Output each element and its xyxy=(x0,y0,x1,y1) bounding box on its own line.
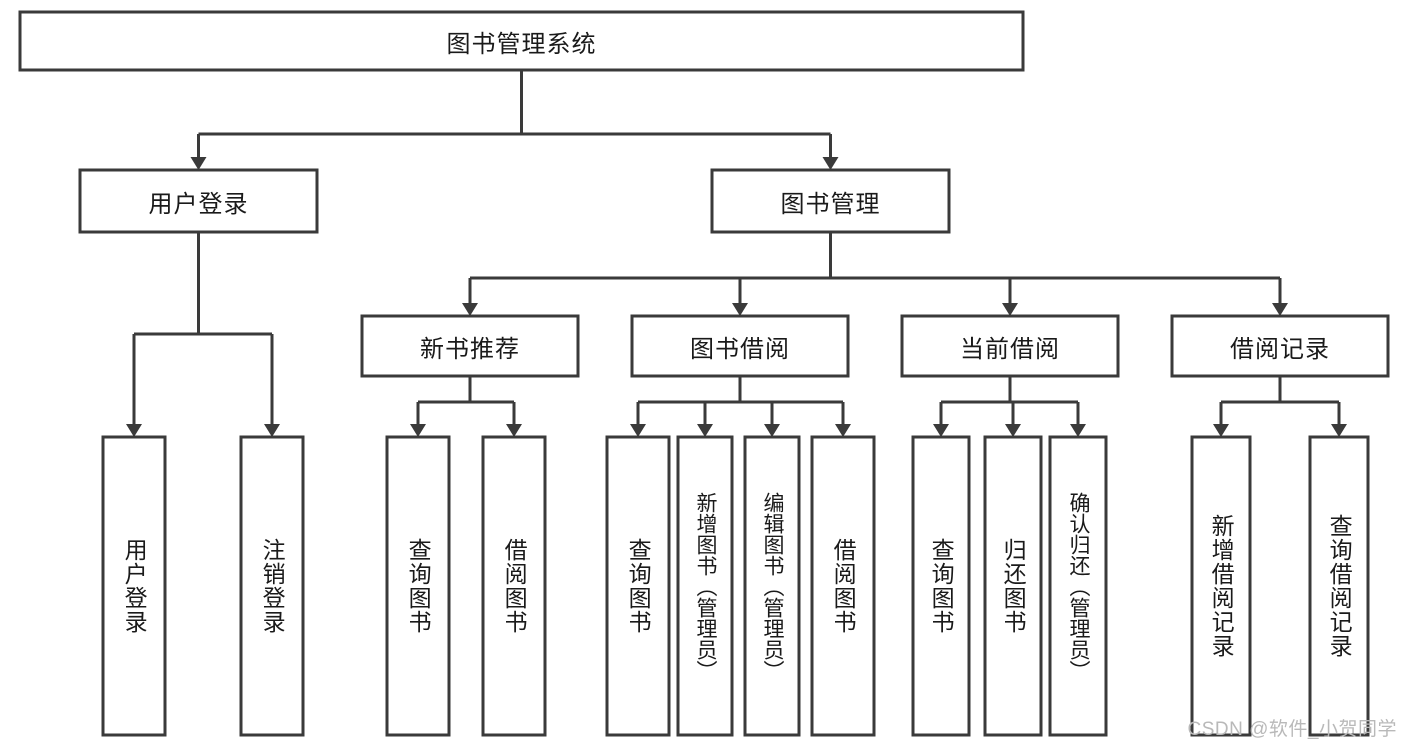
node-box-leaf-rec-add[interactable] xyxy=(1190,435,1252,737)
node-box-root[interactable] xyxy=(18,10,1025,72)
edge-borrow-record-to-leaf-rec-search-arrowhead xyxy=(1331,424,1347,437)
node-box-leaf-logout[interactable] xyxy=(239,435,305,737)
edge-new-book-rec-to-leaf-rec-query-arrowhead xyxy=(410,424,426,437)
edge-root-to-book-manage-arrowhead xyxy=(822,157,839,170)
node-box-borrow-record[interactable] xyxy=(1170,314,1390,378)
node-box-leaf-cur-confirm[interactable] xyxy=(1048,435,1108,737)
node-box-leaf-borrow-add[interactable] xyxy=(676,435,734,737)
csdn-watermark: CSDN @软件_小贺同学 xyxy=(1187,719,1397,740)
node-box-leaf-cur-query[interactable] xyxy=(911,435,971,737)
edge-book-borrow-to-leaf-borrow-query-arrowhead xyxy=(630,424,646,437)
connector-layer xyxy=(126,70,1347,437)
edge-book-manage-to-book-borrow-arrowhead xyxy=(732,303,748,316)
edge-book-borrow-to-leaf-borrow-do-arrowhead xyxy=(835,424,851,437)
node-box-current-borrow[interactable] xyxy=(900,314,1120,378)
edge-current-borrow-to-leaf-cur-confirm-arrowhead xyxy=(1070,424,1086,437)
edge-root-to-user-login-arrowhead xyxy=(190,157,207,170)
edge-book-manage-to-new-book-rec-arrowhead xyxy=(462,303,478,316)
edge-book-borrow-to-leaf-borrow-add-arrowhead xyxy=(697,424,713,437)
node-box-leaf-borrow-do[interactable] xyxy=(810,435,876,737)
node-box-book-manage[interactable] xyxy=(710,168,951,234)
node-box-leaf-rec-search[interactable] xyxy=(1308,435,1370,737)
edge-current-borrow-to-leaf-cur-return-arrowhead xyxy=(1005,424,1021,437)
edge-user-login-to-leaf-user-login-arrowhead xyxy=(126,424,142,437)
edge-current-borrow-to-leaf-cur-query-arrowhead xyxy=(933,424,949,437)
node-box-leaf-user-login[interactable] xyxy=(101,435,167,737)
edge-book-borrow-to-leaf-borrow-edit-arrowhead xyxy=(764,424,780,437)
node-box-leaf-cur-return[interactable] xyxy=(983,435,1043,737)
node-box-leaf-borrow-edit[interactable] xyxy=(743,435,801,737)
edge-user-login-to-leaf-logout-arrowhead xyxy=(264,424,280,437)
node-box-leaf-rec-borrow[interactable] xyxy=(481,435,547,737)
edge-borrow-record-to-leaf-rec-add-arrowhead xyxy=(1213,424,1229,437)
node-box-leaf-rec-query[interactable] xyxy=(385,435,451,737)
node-box-book-borrow[interactable] xyxy=(630,314,850,378)
node-box-new-book-rec[interactable] xyxy=(360,314,580,378)
node-box-leaf-borrow-query[interactable] xyxy=(605,435,671,737)
edge-new-book-rec-to-leaf-rec-borrow-arrowhead xyxy=(506,424,522,437)
edge-book-manage-to-borrow-record-arrowhead xyxy=(1272,303,1288,316)
edge-book-manage-to-current-borrow-arrowhead xyxy=(1002,303,1018,316)
node-box-layer xyxy=(18,10,1390,737)
node-box-user-login[interactable] xyxy=(78,168,319,234)
